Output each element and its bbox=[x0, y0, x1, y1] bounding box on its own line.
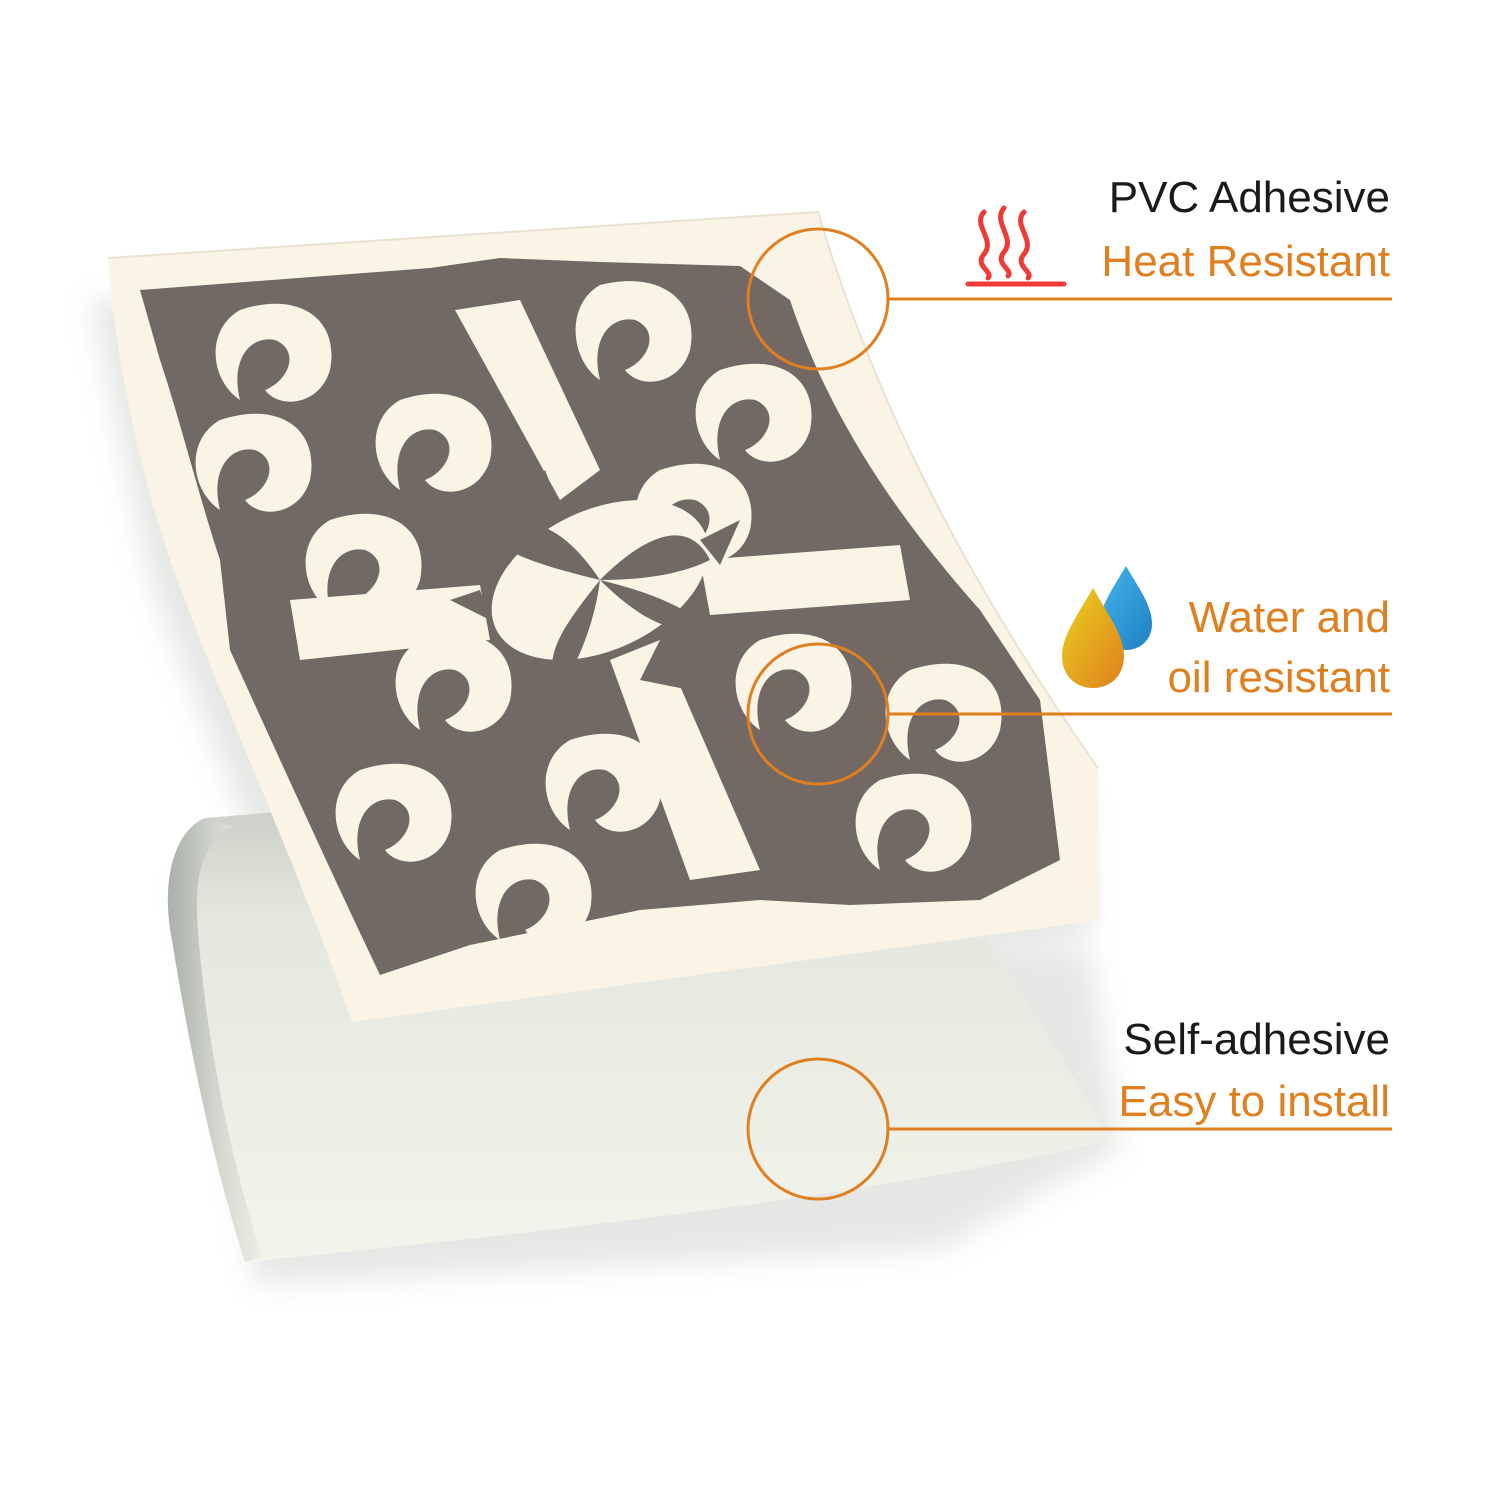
feature-water-line-1: Water and bbox=[1188, 593, 1390, 642]
tile-pattern bbox=[140, 258, 1060, 975]
feature-subtitle-install: Easy to install bbox=[1118, 1077, 1390, 1126]
feature-subtitle-heat: Heat Resistant bbox=[1101, 237, 1390, 286]
feature-water-line-2: oil resistant bbox=[1167, 653, 1390, 702]
feature-title-pvc: PVC Adhesive bbox=[1108, 173, 1390, 222]
callouts bbox=[746, 227, 1392, 1201]
feature-title-self-adhesive: Self-adhesive bbox=[1123, 1015, 1390, 1064]
pvc-tile-sticker bbox=[107, 210, 1100, 1022]
heat-waves-icon bbox=[965, 205, 1067, 287]
water-oil-drops-icon bbox=[1062, 566, 1152, 688]
center-rosette bbox=[450, 470, 740, 690]
